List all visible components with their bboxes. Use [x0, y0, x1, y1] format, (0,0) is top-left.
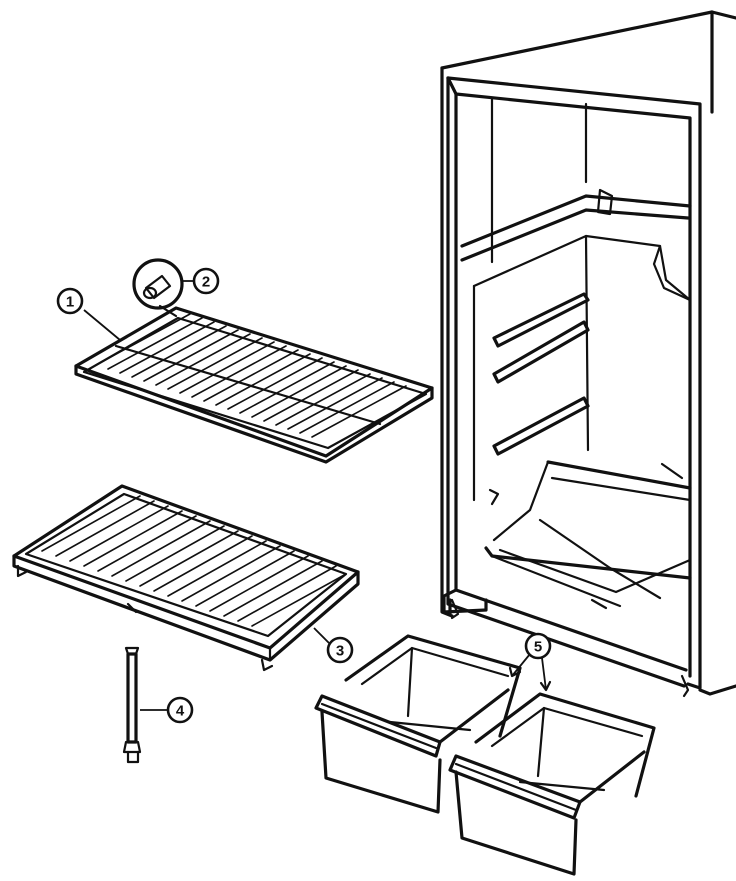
callout-1-label: 1 [66, 294, 74, 311]
callout-1: 1 [56, 287, 121, 341]
callout-4: 4 [140, 696, 194, 724]
crisper-drawer-right [448, 692, 656, 876]
glass-shelf-ribs [41, 495, 347, 627]
callout-2-label: 2 [202, 274, 210, 291]
refrigerator-cabinet [440, 10, 736, 698]
support-rod [122, 646, 142, 764]
glass-shelf [12, 484, 360, 672]
callout-3: 3 [313, 627, 354, 664]
callout-2: 2 [182, 267, 220, 295]
wire-shelf-rods [95, 313, 407, 438]
callout-5: 5 [508, 632, 552, 692]
crisper-drawer-left [314, 634, 522, 814]
shelf-stop [132, 258, 184, 318]
wire-shelf [74, 306, 434, 464]
callout-4-label: 4 [176, 703, 185, 720]
callout-5-label: 5 [534, 639, 542, 656]
callout-3-label: 3 [336, 643, 344, 660]
